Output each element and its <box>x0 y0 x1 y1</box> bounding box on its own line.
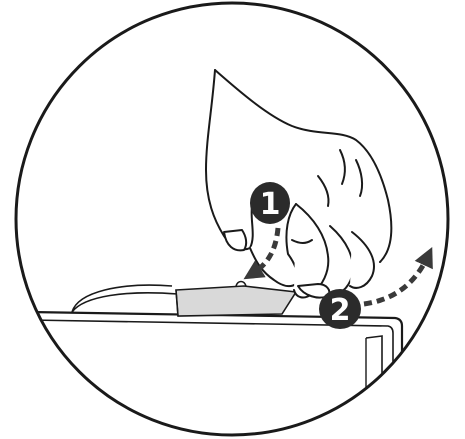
hand-icon <box>206 70 391 298</box>
detail-view: 1 2 <box>30 70 428 439</box>
step-2-number: 2 <box>330 293 351 328</box>
step-1-number: 1 <box>260 187 281 222</box>
step-1-badge: 1 <box>250 182 290 224</box>
latch-tab <box>176 282 296 317</box>
cable <box>72 285 178 312</box>
device-body <box>30 312 402 439</box>
step-2-badge: 2 <box>319 289 361 329</box>
